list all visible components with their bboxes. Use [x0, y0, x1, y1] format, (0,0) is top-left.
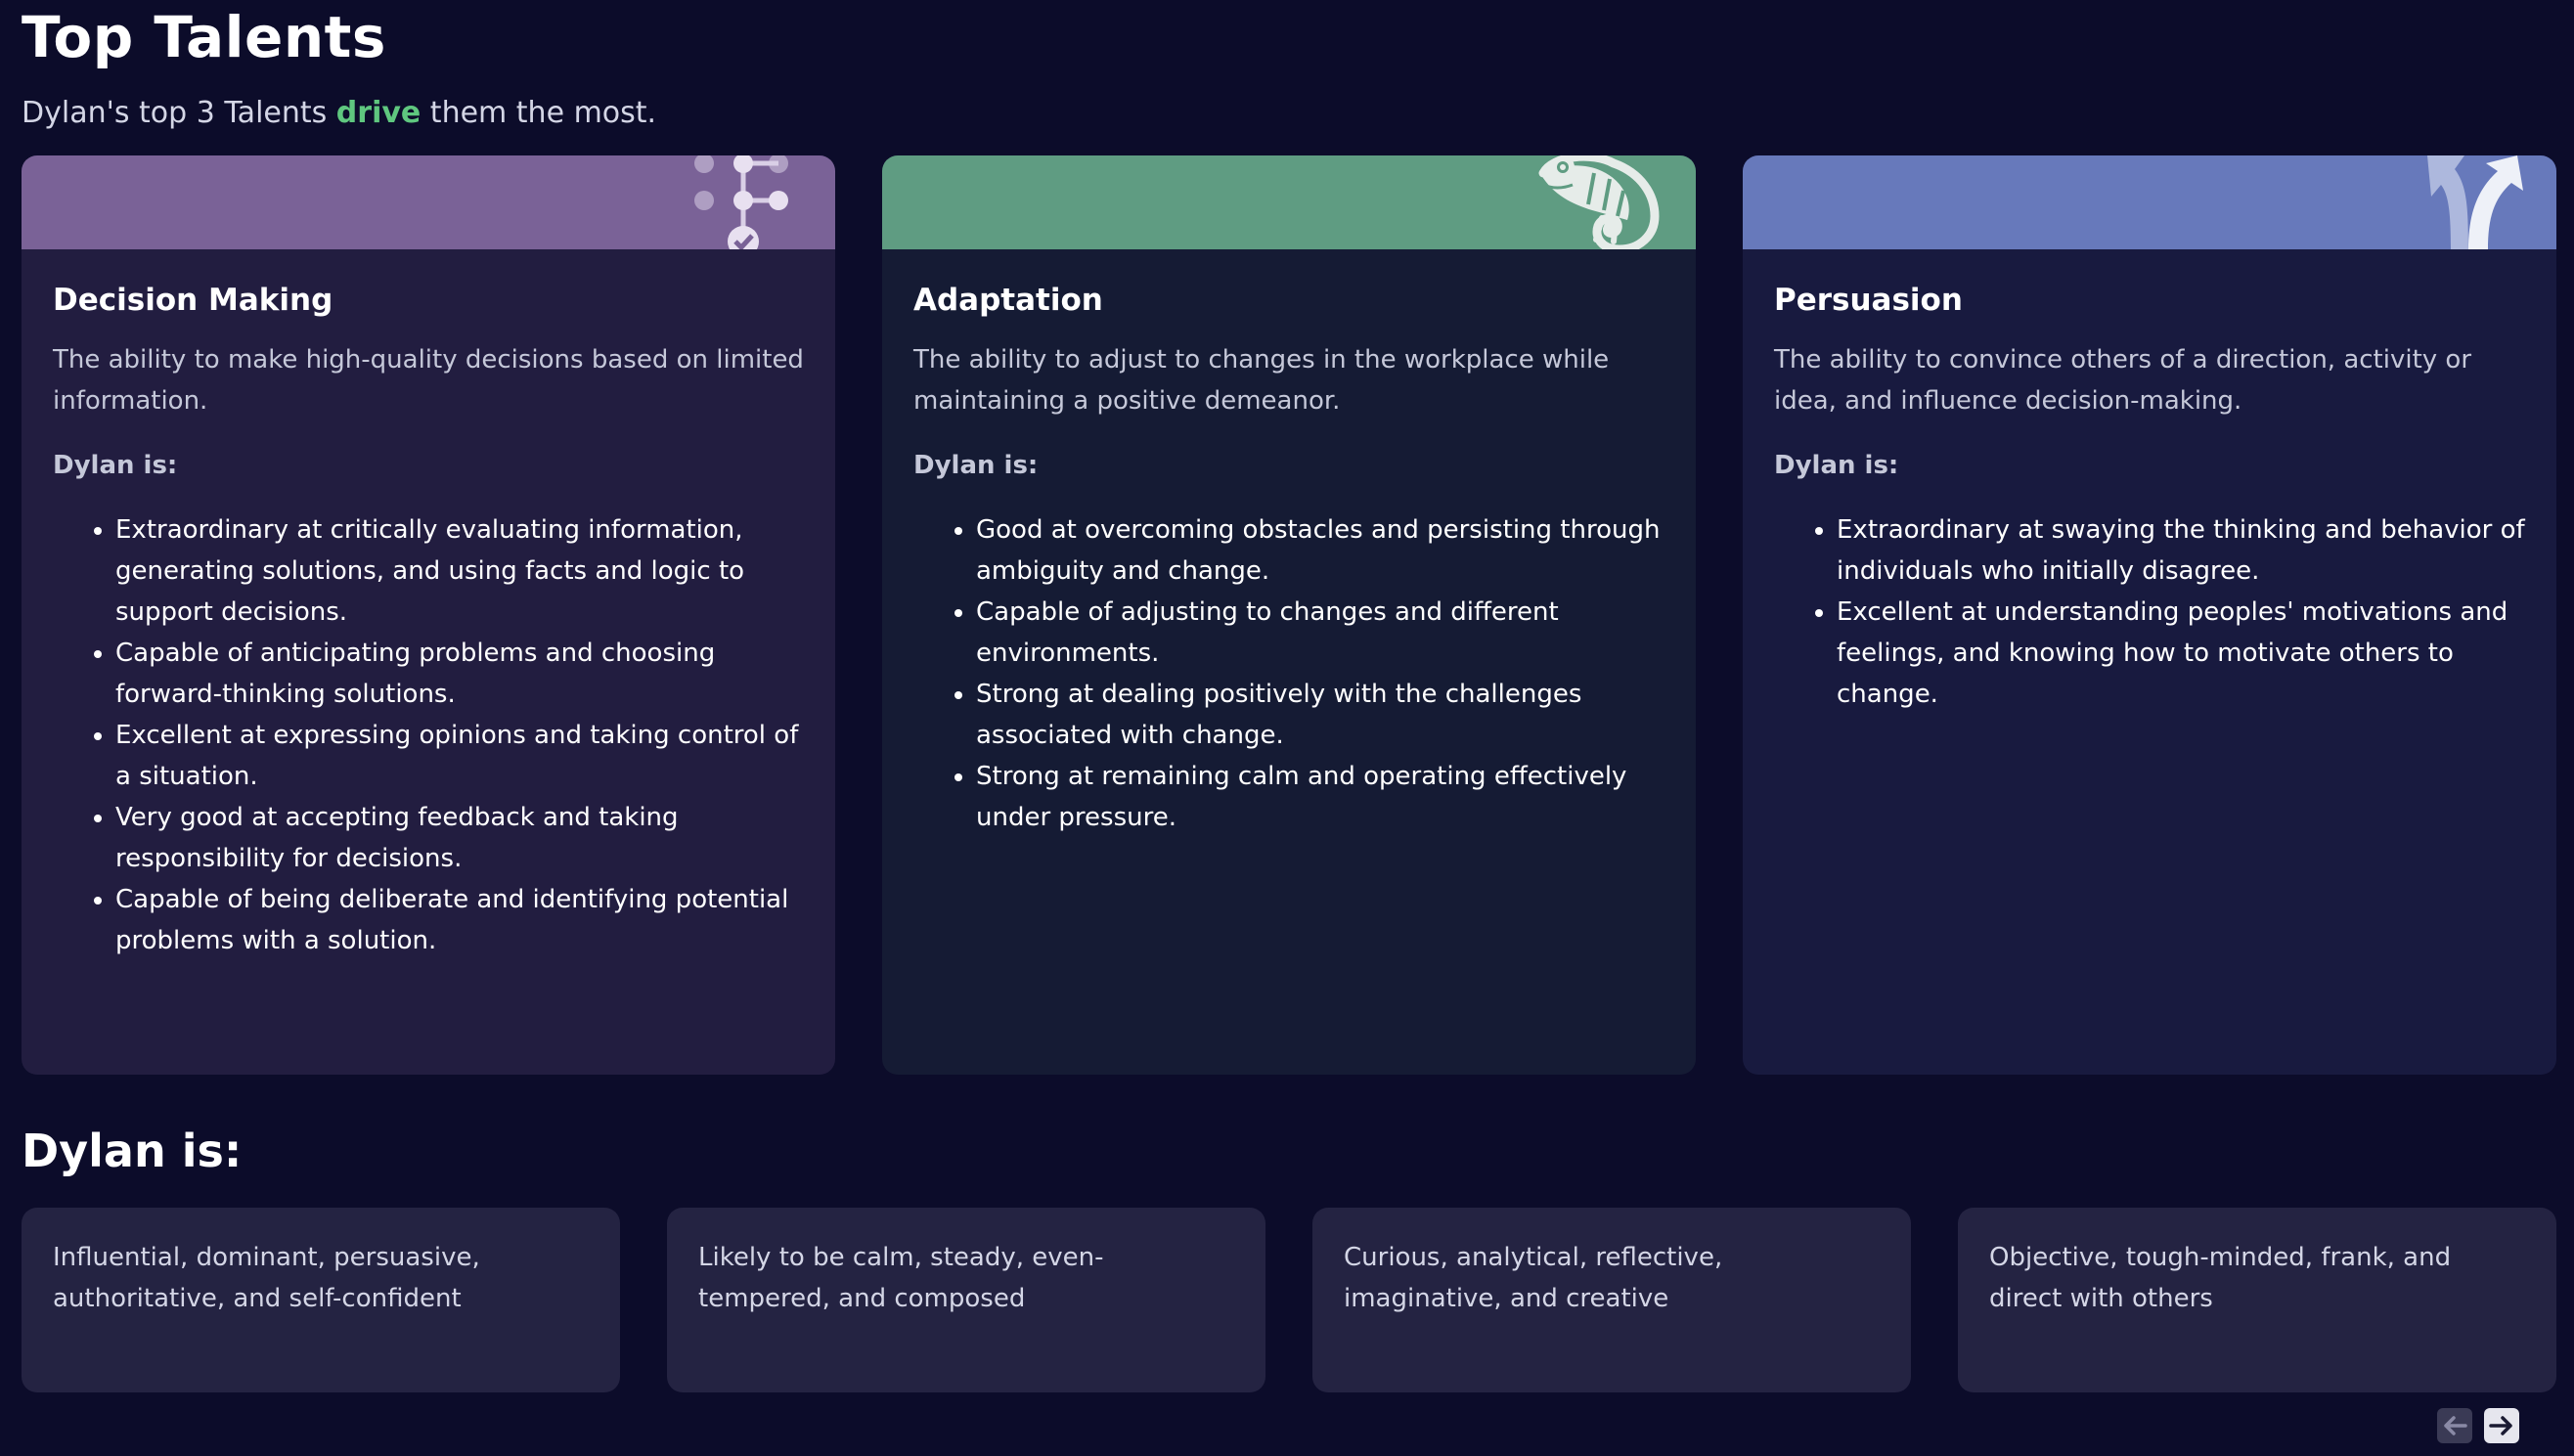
talent-bullet-list: Extraordinary at critically evaluating i…	[53, 509, 804, 961]
pagination-controls	[2437, 1408, 2535, 1447]
talent-bullet: Excellent at expressing opinions and tak…	[115, 715, 804, 797]
talent-bullet: Capable of adjusting to changes and diff…	[976, 592, 1664, 674]
trait-card: Likely to be calm, steady, even-tempered…	[667, 1208, 1265, 1392]
talent-bullet: Capable of anticipating problems and cho…	[115, 633, 804, 715]
decision-tree-icon	[694, 155, 788, 249]
trait-cards: Influential, dominant, persuasive, autho…	[22, 1208, 2556, 1392]
talent-cards: Decision Making The ability to make high…	[22, 155, 2556, 1075]
talent-bullet-list: Good at overcoming obstacles and persist…	[913, 509, 1664, 838]
talent-card-label: Dylan is:	[53, 451, 178, 480]
talent-card-title: Adaptation	[913, 283, 1103, 318]
talent-card-label: Dylan is:	[913, 451, 1039, 480]
talent-card-body: Persuasion The ability to convince other…	[1743, 249, 2556, 715]
talent-card-banner	[1743, 155, 2556, 249]
page-subtitle: Dylan's top 3 Talents drive them the mos…	[22, 96, 656, 130]
trait-card: Curious, analytical, reflective, imagina…	[1312, 1208, 1911, 1392]
subtitle-text-start: Dylan's top 3 Talents	[22, 96, 336, 130]
next-page-button[interactable]	[2484, 1408, 2519, 1443]
talent-bullet: Capable of being deliberate and identify…	[115, 879, 804, 961]
talent-card-label: Dylan is:	[1774, 451, 1899, 480]
talent-card-body: Adaptation The ability to adjust to chan…	[882, 249, 1696, 838]
talent-card-body: Decision Making The ability to make high…	[22, 249, 835, 961]
talent-bullet: Extraordinary at swaying the thinking an…	[1837, 509, 2525, 592]
talent-card-title: Persuasion	[1774, 283, 1963, 318]
talent-bullet-list: Extraordinary at swaying the thinking an…	[1774, 509, 2525, 715]
talent-card-description: The ability to adjust to changes in the …	[913, 345, 1610, 416]
talent-card-banner	[882, 155, 1696, 249]
talent-card-adaptation: Adaptation The ability to adjust to chan…	[882, 155, 1696, 1075]
talent-bullet: Very good at accepting feedback and taki…	[115, 797, 804, 879]
talent-card-persuasion: Persuasion The ability to convince other…	[1743, 155, 2556, 1075]
talent-card-description: The ability to convince others of a dire…	[1774, 345, 2472, 416]
talent-bullet: Excellent at understanding peoples' moti…	[1837, 592, 2525, 715]
previous-page-button[interactable]	[2437, 1408, 2472, 1443]
talent-bullet: Strong at remaining calm and operating e…	[976, 756, 1664, 838]
arrow-left-icon	[2444, 1416, 2467, 1435]
talent-card-description: The ability to make high-quality decisio…	[53, 345, 804, 416]
talent-bullet: Strong at dealing positively with the ch…	[976, 674, 1664, 756]
diverging-arrows-icon	[2427, 155, 2523, 249]
subtitle-accent: drive	[335, 96, 422, 130]
trait-card: Objective, tough-minded, frank, and dire…	[1958, 1208, 2556, 1392]
subtitle-text-end: them the most.	[421, 96, 657, 130]
talent-card-decision-making: Decision Making The ability to make high…	[22, 155, 835, 1075]
arrow-right-icon	[2489, 1416, 2512, 1435]
trait-card: Influential, dominant, persuasive, autho…	[22, 1208, 620, 1392]
traits-section-title: Dylan is:	[22, 1125, 243, 1177]
talent-card-title: Decision Making	[53, 283, 333, 318]
page-title: Top Talents	[22, 4, 386, 70]
chameleon-icon	[1538, 155, 1660, 249]
talent-card-banner	[22, 155, 835, 249]
talent-bullet: Extraordinary at critically evaluating i…	[115, 509, 804, 633]
talent-bullet: Good at overcoming obstacles and persist…	[976, 509, 1664, 592]
